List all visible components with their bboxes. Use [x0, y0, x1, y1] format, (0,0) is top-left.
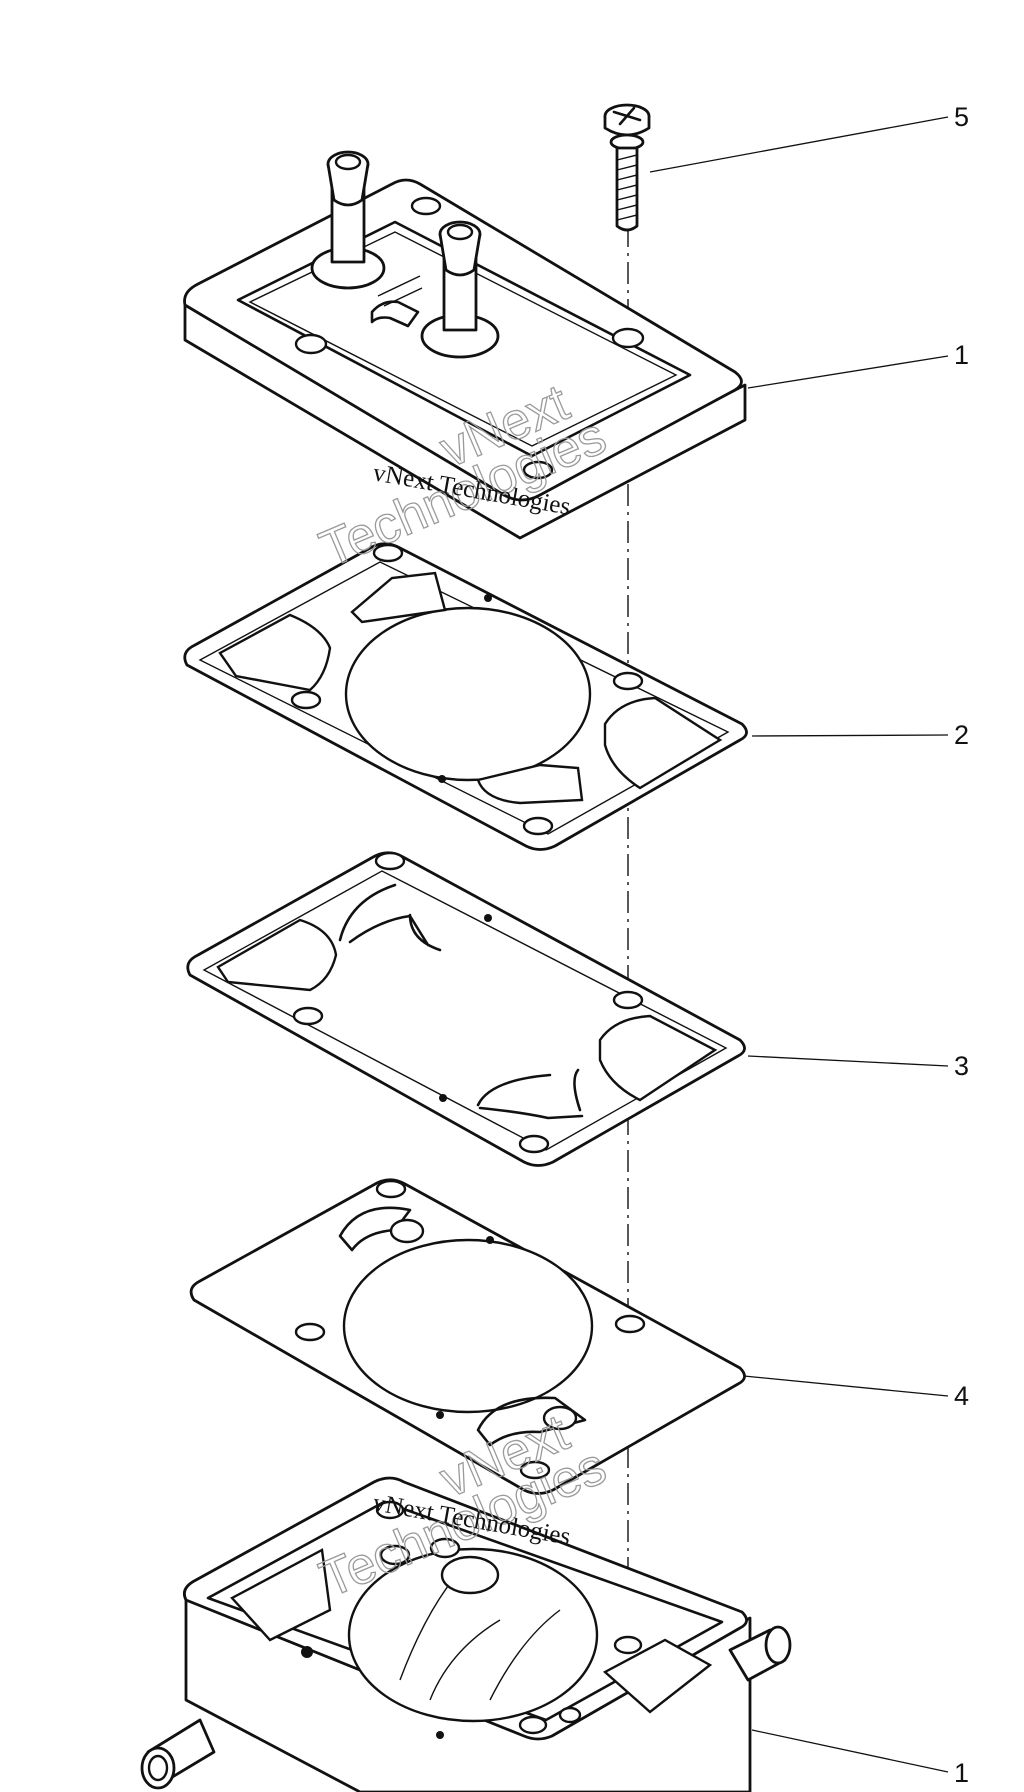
valve-plate-part: [186, 851, 746, 1167]
callout-top-cover: 1: [954, 340, 969, 370]
callout-pump-body: 1: [954, 1758, 969, 1788]
diaphragm-part: [189, 1178, 746, 1495]
callout-diaphragm: 4: [954, 1381, 969, 1411]
callout-gasket: 2: [954, 720, 969, 750]
leader-lines: [649, 116, 949, 1773]
callout-screw: 5: [954, 102, 969, 132]
gasket-part: [183, 542, 748, 851]
callout-valve-plate: 3: [954, 1051, 969, 1081]
screw-part: [603, 103, 651, 232]
pump-body-part: [140, 1476, 792, 1792]
top-cover-part: [183, 150, 747, 540]
